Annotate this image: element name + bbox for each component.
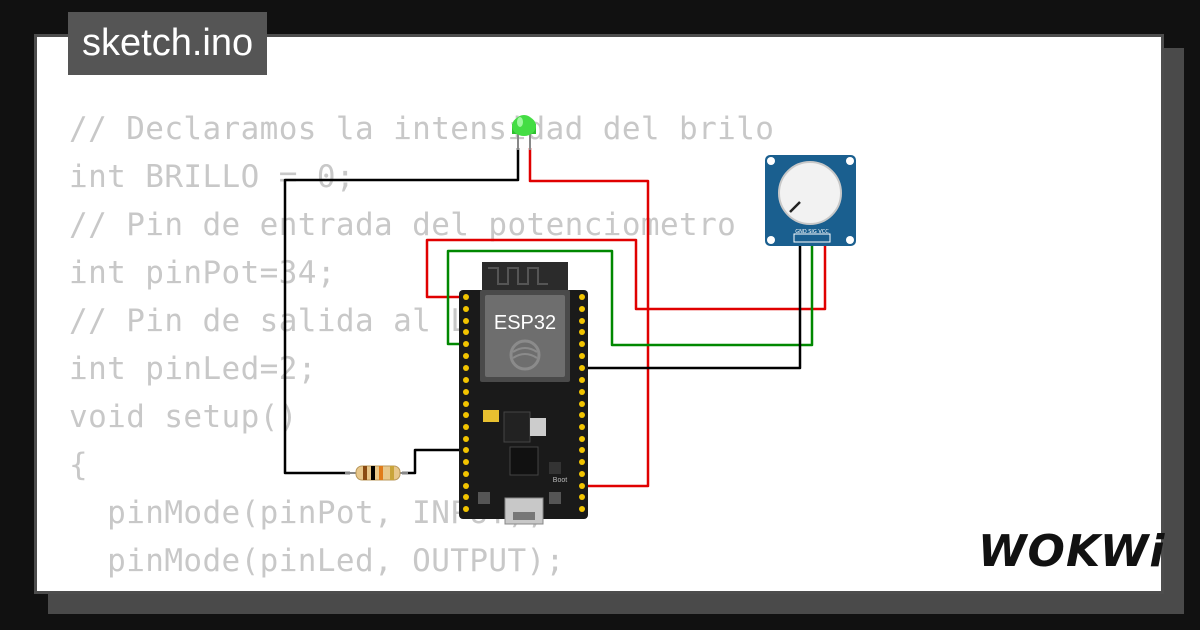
code-background: // Declaramos la intensidad del brilo in… xyxy=(69,105,775,591)
led-component[interactable] xyxy=(512,115,536,150)
code-line: int BRILLO = 0; xyxy=(69,159,355,195)
wire-red-pot xyxy=(425,238,827,311)
code-line: int pinPot=34; xyxy=(69,255,336,291)
esp32-label: ESP32 xyxy=(494,312,556,334)
filename-label: sketch.ino xyxy=(82,22,254,64)
wire-green-pot xyxy=(446,240,814,347)
wire-black-led xyxy=(283,148,520,475)
wire-red-led xyxy=(528,148,650,488)
pot-pin-labels: GND SIG VCC xyxy=(795,229,829,235)
esp32-board[interactable]: ESP32 Boot xyxy=(459,262,588,525)
boot-label: Boot xyxy=(553,477,567,484)
preview-card: // Declaramos la intensidad del brilo in… xyxy=(34,34,1164,594)
code-line: // Declaramos la intensidad del brilo xyxy=(69,111,775,147)
code-line: void setup() xyxy=(69,399,298,435)
potentiometer-component[interactable]: GND SIG VCC xyxy=(765,155,856,246)
code-line: { xyxy=(69,447,89,483)
wire-black-resistor xyxy=(402,448,466,475)
code-line: pinMode(pinLed, OUTPUT); xyxy=(69,543,565,579)
resistor-component[interactable] xyxy=(345,465,408,481)
code-line: int pinLed=2; xyxy=(69,351,317,387)
knob-indicator xyxy=(789,201,801,213)
wire-black-pot xyxy=(583,240,802,370)
code-line: // Pin de entrada del potenciometro xyxy=(69,207,737,243)
wokwi-logo: WOKWi xyxy=(978,526,1166,577)
filename-tab[interactable]: sketch.ino xyxy=(68,12,268,75)
